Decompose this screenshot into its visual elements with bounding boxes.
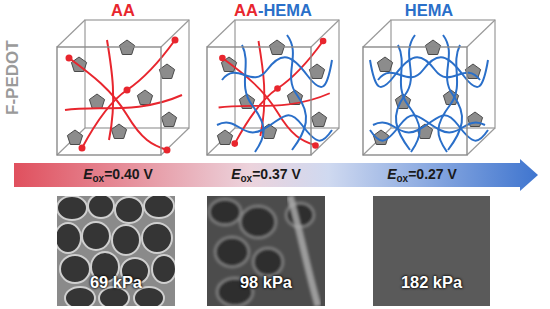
sem-image: 182 kPa — [373, 196, 490, 306]
sem-image: 98 kPa — [207, 196, 325, 306]
oxidation-potential: Eox=0.27 V — [387, 166, 457, 184]
network-title: HEMA — [363, 0, 495, 20]
network-title: AA — [57, 0, 189, 20]
sem-image: 69 kPa — [57, 196, 175, 306]
modulus-value: 98 kPa — [207, 273, 325, 292]
network-title: AA-HEMA — [207, 0, 339, 20]
oxidation-potential: Eox=0.40 V — [83, 166, 153, 184]
network-cube: AA — [57, 0, 189, 155]
modulus-value: 69 kPa — [57, 273, 175, 292]
oxidation-potential: Eox=0.37 V — [231, 166, 301, 184]
network-cube: HEMA — [363, 0, 495, 155]
network-cube: AA-HEMA — [207, 0, 339, 155]
potential-arrow: Eox=0.40 V Eox=0.37 V Eox=0.27 V — [14, 159, 538, 191]
material-label: F-PEDOT — [3, 41, 23, 116]
modulus-value: 182 kPa — [373, 273, 490, 292]
